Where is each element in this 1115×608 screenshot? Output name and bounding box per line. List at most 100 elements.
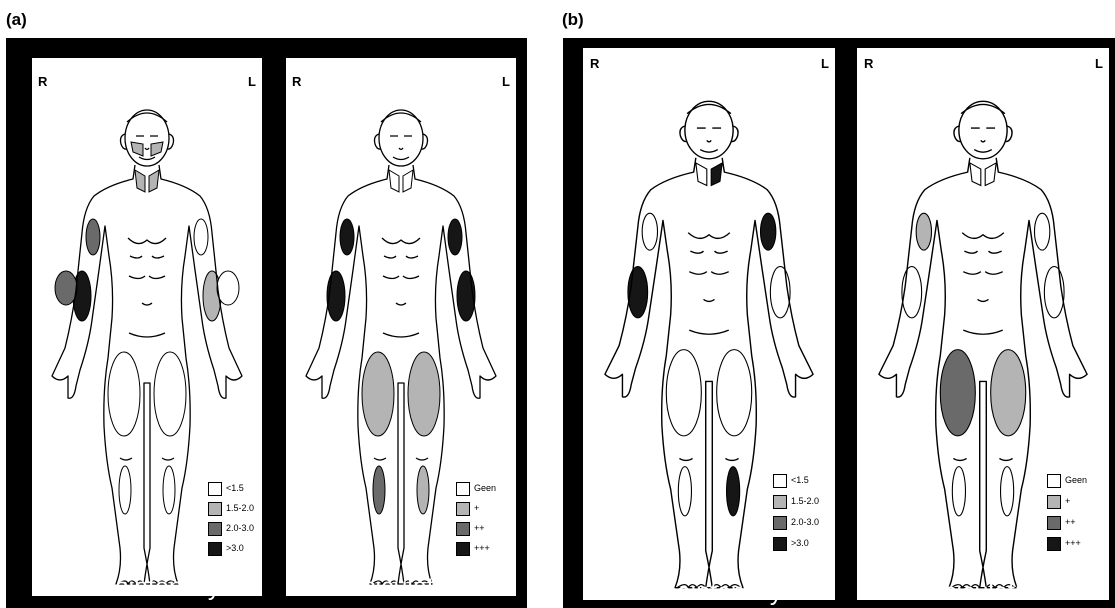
muscle-calf-l [163,466,175,514]
body-outline-part [689,272,728,275]
body-outline-part [374,458,428,460]
muscle-neck-r [970,163,981,186]
figure-panel-b: R L <1.5 1.5-2.0 2.0-3.0 >3.0 R L Geen +… [563,38,1115,608]
figure-panel-a: R L <1.5 1.5-2.0 2.0-3.0 >3.0 R L Geen +… [6,38,527,608]
muscle-outer-forearm-r [55,271,77,305]
right-side-label: R [38,74,47,89]
muscle-calf-l [417,466,429,514]
legend-label: + [1065,495,1070,508]
muscle-neck-r [696,163,707,186]
legend-label: <1.5 [226,482,244,495]
muscle-neck-l [711,163,722,186]
legend-swatch [456,482,470,496]
legend-item: <1.5 [208,482,262,496]
body-map-a-fasciculations: R L Geen + ++ +++ [286,58,516,596]
legend-item: 1.5-2.0 [208,502,262,516]
muscle-thigh-l [154,352,186,436]
muscle-face-r [131,142,143,156]
legend-item: Geen [456,482,516,496]
muscle-upperarm-r [916,213,931,250]
body-outline-part [953,458,1012,460]
legend-item: +++ [456,542,516,556]
muscle-neck-r [135,170,145,192]
body-outline-part [384,256,418,258]
legend-swatch [208,522,222,536]
muscle-face-l [151,142,163,156]
left-side-label: L [502,74,510,89]
muscle-upperarm-l [448,219,462,255]
body-outline-part [390,136,412,160]
legend-swatch [773,495,787,509]
legend-swatch [773,537,787,551]
body-outline-part [142,303,152,305]
body-outline-part [129,333,165,337]
legend-swatch [208,482,222,496]
legend-item: 2.0-3.0 [773,516,835,530]
right-side-label: R [590,56,599,71]
muscle-thigh-r [108,352,140,436]
muscle-calf-l [1001,467,1014,516]
legend-label: + [474,502,479,515]
legend-label: 1.5-2.0 [791,495,819,508]
caption-echointensity: Echointensity [563,578,853,607]
legend-swatch [456,542,470,556]
muscle-calf-r [373,466,385,514]
legend-item: Geen [1047,474,1109,488]
body-outline-part [396,303,406,305]
body-outline-part [127,113,167,122]
muscle-neck-l [985,163,996,186]
legend-label: ++ [474,522,485,535]
body-outline-part [961,104,1005,113]
muscle-upperarm-l [194,219,208,255]
left-side-label: L [248,74,256,89]
body-outline-part [129,276,165,279]
legend-swatch [456,502,470,516]
muscle-upperarm-l [760,213,775,250]
legend-item: 1.5-2.0 [773,495,835,509]
legend-swatch [1047,537,1061,551]
body-outline-part [120,458,174,460]
muscle-calf-l [727,467,740,516]
body-outline-part [687,104,731,113]
body-outline-part [128,238,166,244]
left-side-label: L [1095,56,1103,71]
legend-swatch [208,502,222,516]
body-map-a-echointensity: R L <1.5 1.5-2.0 2.0-3.0 >3.0 [32,58,262,596]
body-outline-part [382,238,420,244]
right-side-label: R [864,56,873,71]
muscle-thigh-r [940,350,975,436]
legend-swatch [773,516,787,530]
legend-label: >3.0 [226,542,244,555]
body-outline-part [963,330,1002,334]
legend-label: 1.5-2.0 [226,502,254,515]
muscle-upperarm-r [340,219,354,255]
legend-label: +++ [1065,537,1081,550]
legend-item: >3.0 [208,542,262,556]
legend-swatch [1047,495,1061,509]
legend-swatch [208,542,222,556]
body-outline-part [130,256,164,258]
muscle-neck-l [149,170,159,192]
legend-item: <1.5 [773,474,835,488]
body-outline-part [704,299,715,301]
right-side-label: R [292,74,301,89]
legend-item: + [456,502,516,516]
body-outline-part [688,233,730,239]
legend-swatch [456,522,470,536]
caption-fasciculations: Fasciculations [274,573,527,602]
muscle-thigh-l [717,350,752,436]
muscle-thigh-l [991,350,1026,436]
body-outline-part [689,330,728,334]
legend-swatch [1047,474,1061,488]
muscle-upperarm-l [1034,213,1049,250]
body-map-b-fasciculations: R L Geen + ++ +++ [857,48,1109,600]
legend-swatch [773,474,787,488]
caption-fasciculations: Fasciculations [848,578,1115,607]
caption-echointensity: Echointensity [6,573,286,602]
legend-item: ++ [456,522,516,536]
muscle-outer-forearm-l [217,271,239,305]
body-map-b-echointensity: R L <1.5 1.5-2.0 2.0-3.0 >3.0 [583,48,835,600]
muscle-thigh-r [666,350,701,436]
legend-label: ++ [1065,516,1076,529]
legend-label: 2.0-3.0 [226,522,254,535]
